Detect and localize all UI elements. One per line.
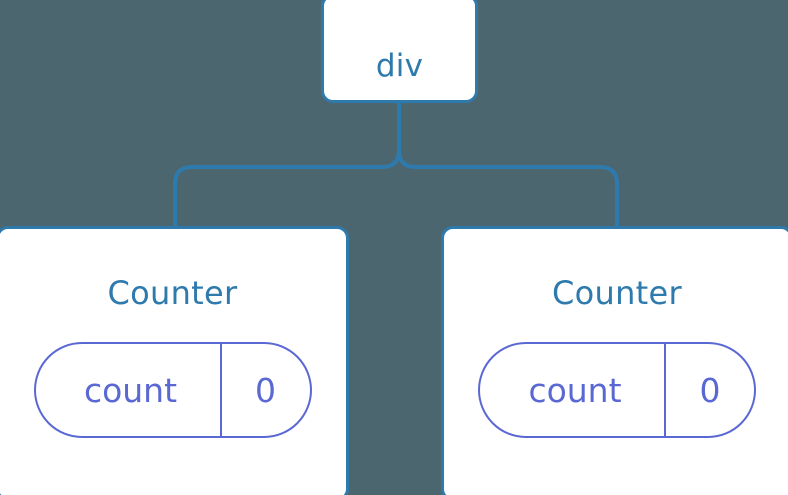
node-label-counter-1: Counter [107,274,238,312]
node-counter-1[interactable]: Counter count 0 [0,226,349,495]
node-counter-2[interactable]: Counter count 0 [441,226,788,495]
state-value-counter-2: 0 [664,344,754,436]
node-label-div: div [375,48,424,84]
connector-left [173,100,401,229]
state-pill-counter-2[interactable]: count 0 [478,342,756,438]
state-key-counter-2: count [528,370,622,410]
connector-right [397,100,619,229]
node-label-counter-2: Counter [552,274,682,312]
state-value-counter-1: 0 [219,344,310,436]
state-key-counter-1: count [83,370,178,410]
node-div[interactable]: div [321,0,478,103]
state-pill-counter-1[interactable]: count 0 [33,342,312,438]
